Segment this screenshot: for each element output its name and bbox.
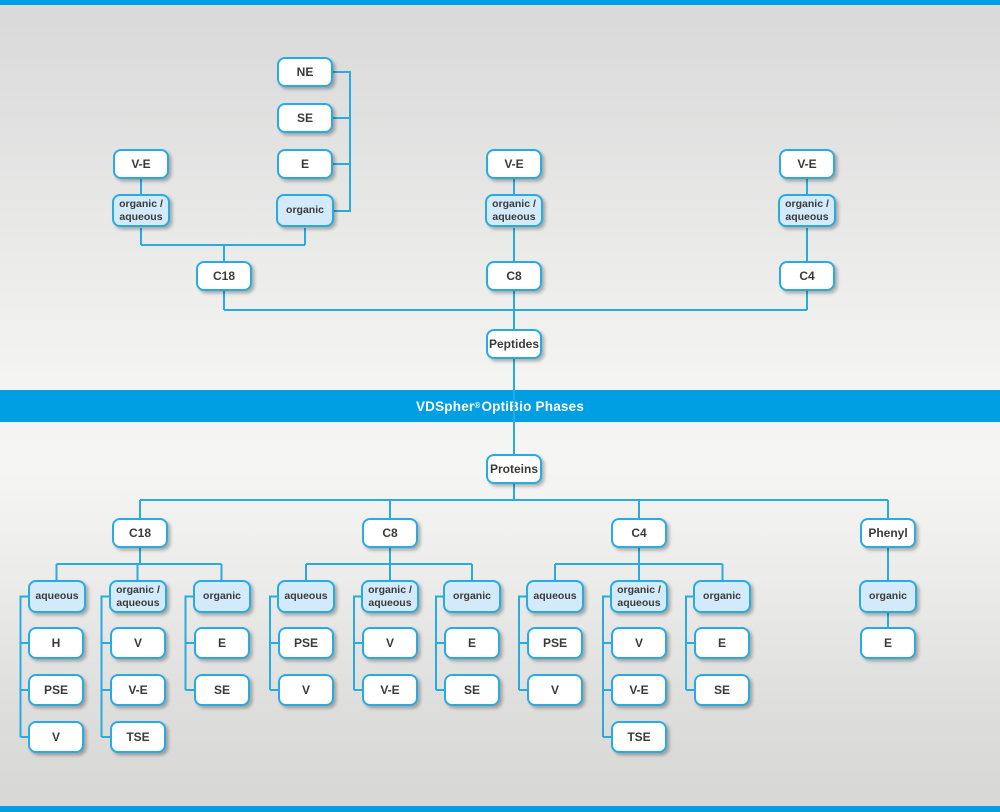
node-ve-c8-peptides: V-E	[486, 149, 542, 179]
node-e-stack: E	[277, 149, 333, 179]
node-ve-c18-peptides: V-E	[113, 149, 169, 179]
item-c4-aq-pse: PSE	[527, 627, 583, 659]
node-ve-c4-peptides: V-E	[779, 149, 835, 179]
item-c18-oa-tse: TSE	[110, 721, 166, 753]
item-c4-oa-ve: V-E	[611, 674, 667, 706]
node-c8-peptides: C8	[486, 261, 542, 291]
node-c18-peptides: C18	[196, 261, 252, 291]
banner-title: VDSpher® OptiBio Phases	[0, 390, 1000, 422]
mode-organic-aqueous-c18-peptides: organic / aqueous	[112, 194, 170, 227]
bottom-accent-bar	[0, 806, 1000, 812]
node-proteins: Proteins	[486, 454, 542, 484]
node-c4-peptides: C4	[779, 261, 835, 291]
item-c18-or-e: E	[194, 627, 250, 659]
item-c8-oa-ve: V-E	[362, 674, 418, 706]
item-c18-oa-ve: V-E	[110, 674, 166, 706]
mode-c18-organic: organic	[193, 580, 251, 613]
item-c18-or-se: SE	[194, 674, 250, 706]
mode-organic-peptides: organic	[276, 194, 334, 227]
item-c8-oa-v: V	[362, 627, 418, 659]
item-c4-aq-v: V	[527, 674, 583, 706]
top-accent-bar	[0, 0, 1000, 5]
node-c18-proteins: C18	[112, 518, 168, 548]
item-phenyl-or-e: E	[860, 627, 916, 659]
mode-c8-organic: organic	[443, 580, 501, 613]
mode-c8-aqueous: aqueous	[277, 580, 335, 613]
node-c8-proteins: C8	[362, 518, 418, 548]
item-c8-or-e: E	[444, 627, 500, 659]
node-se: SE	[277, 103, 333, 133]
item-c4-oa-tse: TSE	[611, 721, 667, 753]
item-c4-or-se: SE	[694, 674, 750, 706]
mode-c4-aqueous: aqueous	[526, 580, 584, 613]
item-c18-aq-v: V	[28, 721, 84, 753]
node-peptides: Peptides	[486, 329, 542, 359]
mode-phenyl-organic: organic	[859, 580, 917, 613]
mode-c18-aqueous: aqueous	[28, 580, 86, 613]
banner-brand: VDSpher	[415, 398, 475, 414]
mode-c18-organic-aqueous: organic / aqueous	[109, 580, 167, 613]
item-c18-aq-pse: PSE	[28, 674, 84, 706]
mode-c4-organic: organic	[693, 580, 751, 613]
item-c18-aq-h: H	[28, 627, 84, 659]
node-ne: NE	[277, 57, 333, 87]
mode-organic-aqueous-c4-peptides: organic / aqueous	[778, 194, 836, 227]
mode-organic-aqueous-c8-peptides: organic / aqueous	[485, 194, 543, 227]
item-c8-or-se: SE	[444, 674, 500, 706]
mode-c4-organic-aqueous: organic / aqueous	[610, 580, 668, 613]
item-c8-aq-pse: PSE	[278, 627, 334, 659]
banner-rest: OptiBio Phases	[481, 398, 585, 414]
item-c18-oa-v: V	[110, 627, 166, 659]
mode-c8-organic-aqueous: organic / aqueous	[361, 580, 419, 613]
node-phenyl-proteins: Phenyl	[860, 518, 916, 548]
node-c4-proteins: C4	[611, 518, 667, 548]
item-c8-aq-v: V	[278, 674, 334, 706]
item-c4-or-e: E	[694, 627, 750, 659]
item-c4-oa-v: V	[611, 627, 667, 659]
